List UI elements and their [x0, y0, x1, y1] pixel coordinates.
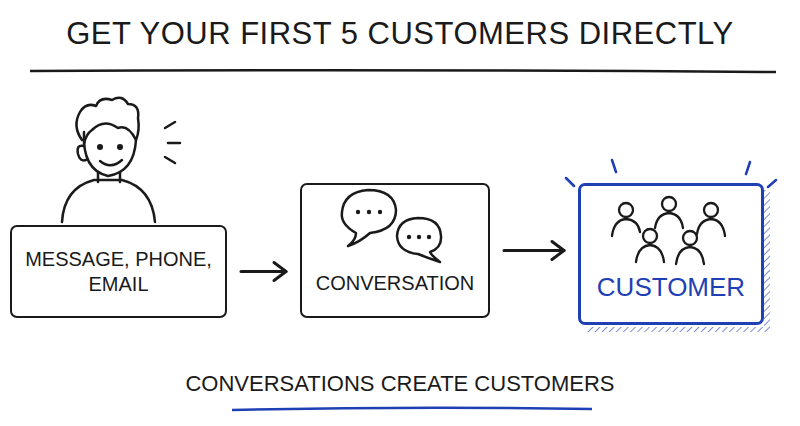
channel-box: MESSAGE, PHONE, EMAIL [10, 225, 227, 318]
flow-arrow [241, 263, 286, 281]
customer-box: CUSTOMER [578, 183, 764, 325]
arrowhead [552, 242, 564, 260]
diagram-caption: CONVERSATIONS CREATE CUSTOMERS [100, 368, 700, 400]
arrow-line [241, 270, 286, 273]
box-shadow-hatching [586, 190, 770, 332]
diagram-title: GET YOUR FIRST 5 CUSTOMERS DIRECTLY [10, 14, 790, 54]
person-figure [62, 98, 180, 222]
node-label: MESSAGE, PHONE, EMAIL [12, 247, 225, 297]
title-underline [30, 70, 776, 72]
people-group-icon [612, 197, 725, 264]
speech-bubbles-icon [342, 190, 441, 262]
node-label: CUSTOMER [597, 272, 745, 302]
flow-arrow [504, 242, 564, 260]
conversation-box: CONVERSATION [300, 183, 490, 318]
caption-underline [232, 408, 592, 410]
node-label: CONVERSATION [316, 271, 475, 296]
arrow-line [504, 249, 564, 252]
arrowhead [274, 263, 286, 281]
